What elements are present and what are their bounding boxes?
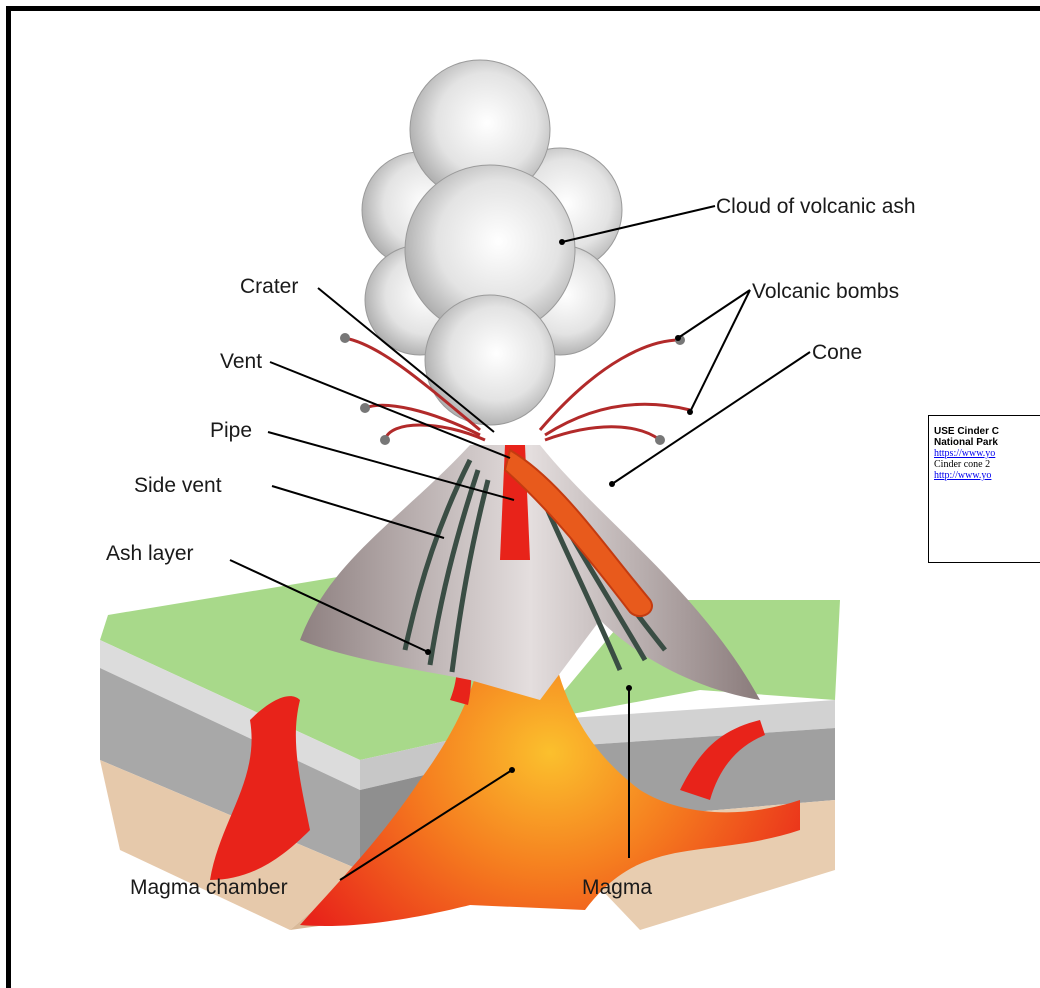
label-volcanic-bombs: Volcanic bombs xyxy=(752,280,899,303)
note-title-line1: USE Cinder C xyxy=(934,426,1040,437)
pointer-cone xyxy=(612,352,810,484)
label-magma: Magma xyxy=(582,876,652,899)
note-link-2[interactable]: http://www.yo xyxy=(934,470,991,481)
label-cone: Cone xyxy=(812,341,862,364)
reference-note: USE Cinder C National Park https://www.y… xyxy=(928,415,1040,563)
note-link-1[interactable]: https://www.yo xyxy=(934,448,995,459)
label-crater: Crater xyxy=(240,275,298,298)
label-pipe: Pipe xyxy=(210,419,252,442)
note-title-line2: National Park xyxy=(934,437,1040,448)
label-vent: Vent xyxy=(220,350,262,373)
ash-cloud xyxy=(362,60,622,425)
label-cloud: Cloud of volcanic ash xyxy=(716,195,916,218)
pointer-bombs-2 xyxy=(690,290,750,412)
label-ash-layer: Ash layer xyxy=(106,542,194,565)
label-side-vent: Side vent xyxy=(134,474,222,497)
label-magma-chamber: Magma chamber xyxy=(130,876,288,899)
note-line3: Cinder cone 2 xyxy=(934,459,1040,470)
